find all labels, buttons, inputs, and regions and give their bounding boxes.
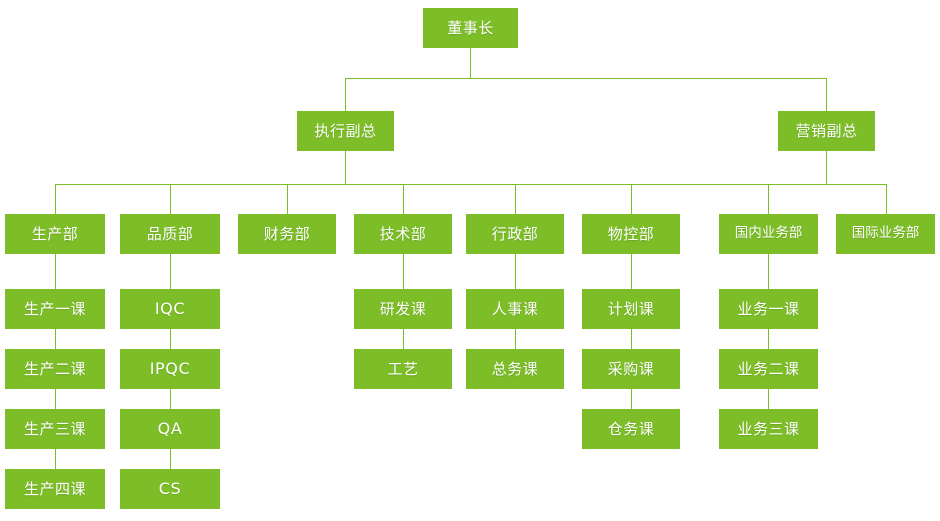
connector-admin-col-2 xyxy=(515,329,516,349)
node-technology-section-rd[interactable]: 研发课 xyxy=(354,289,452,329)
node-sales-vp[interactable]: 营销副总 xyxy=(778,111,875,151)
node-material-section-warehouse[interactable]: 仓务课 xyxy=(582,409,680,449)
connector-technology-col-1 xyxy=(403,254,404,289)
node-executive-vp[interactable]: 执行副总 xyxy=(297,111,394,151)
node-production-section-3[interactable]: 生产三课 xyxy=(5,409,105,449)
node-quality-section-ipqc[interactable]: IPQC xyxy=(120,349,220,389)
connector-material-col-3 xyxy=(631,389,632,409)
connector-material-col-2 xyxy=(631,329,632,349)
node-quality-section-qa[interactable]: QA xyxy=(120,409,220,449)
connector-domestic-col-3 xyxy=(768,389,769,409)
connector-to-dept-quality xyxy=(170,184,171,214)
connector-production-col-1 xyxy=(55,254,56,289)
node-production-section-1[interactable]: 生产一课 xyxy=(5,289,105,329)
connector-to-exec-vp xyxy=(345,78,346,111)
node-chairman[interactable]: 董事长 xyxy=(423,8,518,48)
node-material-section-purchasing[interactable]: 采购课 xyxy=(582,349,680,389)
connector-to-dept-domestic xyxy=(768,184,769,214)
connector-level3-bar xyxy=(55,184,886,185)
node-production-section-2[interactable]: 生产二课 xyxy=(5,349,105,389)
node-dept-technology[interactable]: 技术部 xyxy=(354,214,452,254)
connector-production-col-2 xyxy=(55,329,56,349)
connector-exec-vp-down xyxy=(345,151,346,184)
connector-sales-vp-down xyxy=(826,151,827,184)
node-production-section-4[interactable]: 生产四课 xyxy=(5,469,105,509)
node-domestic-section-2[interactable]: 业务二课 xyxy=(719,349,818,389)
connector-level2-bar xyxy=(345,78,827,79)
node-dept-production[interactable]: 生产部 xyxy=(5,214,105,254)
connector-material-col-1 xyxy=(631,254,632,289)
connector-domestic-col-1 xyxy=(768,254,769,289)
node-dept-admin[interactable]: 行政部 xyxy=(466,214,564,254)
connector-production-col-3 xyxy=(55,389,56,409)
connector-technology-col-2 xyxy=(403,329,404,349)
node-admin-section-general-affairs[interactable]: 总务课 xyxy=(466,349,564,389)
connector-root-down xyxy=(470,48,471,79)
node-domestic-section-1[interactable]: 业务一课 xyxy=(719,289,818,329)
connector-quality-col-2 xyxy=(170,329,171,349)
connector-production-col-4 xyxy=(55,449,56,469)
node-quality-section-cs[interactable]: CS xyxy=(120,469,220,509)
connector-quality-col-4 xyxy=(170,449,171,469)
connector-quality-col-1 xyxy=(170,254,171,289)
node-dept-finance[interactable]: 财务部 xyxy=(238,214,336,254)
node-dept-material-control[interactable]: 物控部 xyxy=(582,214,680,254)
connector-to-sales-vp xyxy=(826,78,827,111)
connector-to-dept-material xyxy=(631,184,632,214)
node-technology-section-process[interactable]: 工艺 xyxy=(354,349,452,389)
node-material-section-planning[interactable]: 计划课 xyxy=(582,289,680,329)
connector-admin-col-1 xyxy=(515,254,516,289)
connector-to-dept-finance xyxy=(287,184,288,214)
connector-to-dept-technology xyxy=(403,184,404,214)
connector-to-dept-production xyxy=(55,184,56,214)
node-dept-domestic-business[interactable]: 国内业务部 xyxy=(719,214,818,254)
connector-to-dept-admin xyxy=(515,184,516,214)
node-admin-section-hr[interactable]: 人事课 xyxy=(466,289,564,329)
node-dept-international-business[interactable]: 国际业务部 xyxy=(836,214,935,254)
connector-to-dept-international xyxy=(886,184,887,214)
connector-domestic-col-2 xyxy=(768,329,769,349)
node-dept-quality[interactable]: 品质部 xyxy=(120,214,220,254)
connector-quality-col-3 xyxy=(170,389,171,409)
node-quality-section-iqc[interactable]: IQC xyxy=(120,289,220,329)
node-domestic-section-3[interactable]: 业务三课 xyxy=(719,409,818,449)
